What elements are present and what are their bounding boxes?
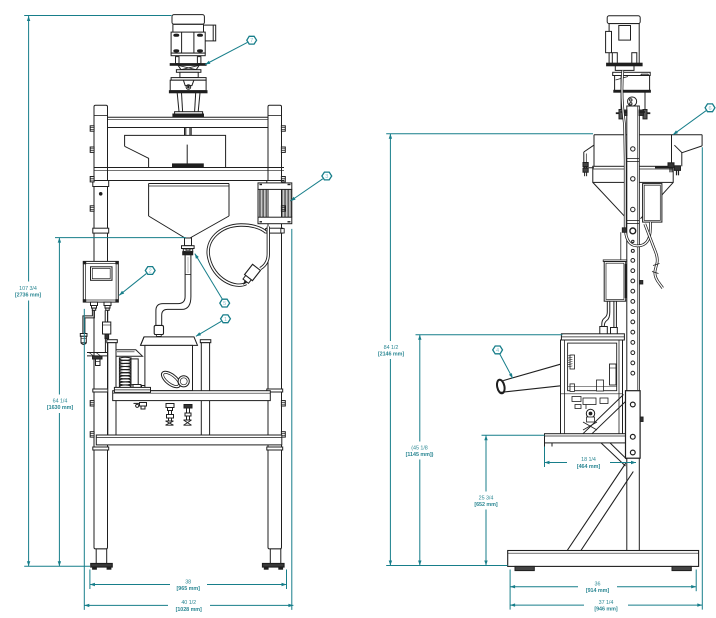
svg-text:[965 mm]: [965 mm] <box>177 586 201 592</box>
svg-text:[1028 mm]: [1028 mm] <box>176 607 202 613</box>
svg-text:[464 mm]: [464 mm] <box>577 464 601 470</box>
svg-text:[946 mm]: [946 mm] <box>594 607 618 613</box>
svg-text:107 3/4: 107 3/4 <box>19 286 37 292</box>
svg-text:[652 mm]: [652 mm] <box>474 502 498 508</box>
svg-text:3: 3 <box>325 174 328 180</box>
svg-text:5: 5 <box>223 301 226 307</box>
svg-text:(45 1/8: (45 1/8 <box>411 446 427 452</box>
svg-text:37 1/4: 37 1/4 <box>599 600 614 606</box>
svg-text:[1630 mm]: [1630 mm] <box>47 405 73 411</box>
svg-text:6: 6 <box>708 106 711 112</box>
svg-text:[2146 mm]: [2146 mm] <box>378 351 404 357</box>
svg-text:18 1/4: 18 1/4 <box>581 457 596 463</box>
svg-text:2: 2 <box>149 269 152 275</box>
svg-text:[914 mm]: [914 mm] <box>586 588 610 594</box>
svg-text:7: 7 <box>250 38 253 44</box>
svg-text:64 1/4: 64 1/4 <box>53 398 68 404</box>
svg-text:40 1/2: 40 1/2 <box>181 600 196 606</box>
svg-text:1: 1 <box>224 317 227 323</box>
svg-text:84 1/2: 84 1/2 <box>384 345 399 351</box>
svg-text:[1145 mm]): [1145 mm]) <box>406 452 434 458</box>
svg-text:36: 36 <box>595 582 601 588</box>
svg-text:4: 4 <box>496 348 499 354</box>
svg-text:25 3/4: 25 3/4 <box>479 495 494 501</box>
svg-text:38: 38 <box>185 579 191 585</box>
svg-text:[2736 mm]: [2736 mm] <box>15 292 41 298</box>
